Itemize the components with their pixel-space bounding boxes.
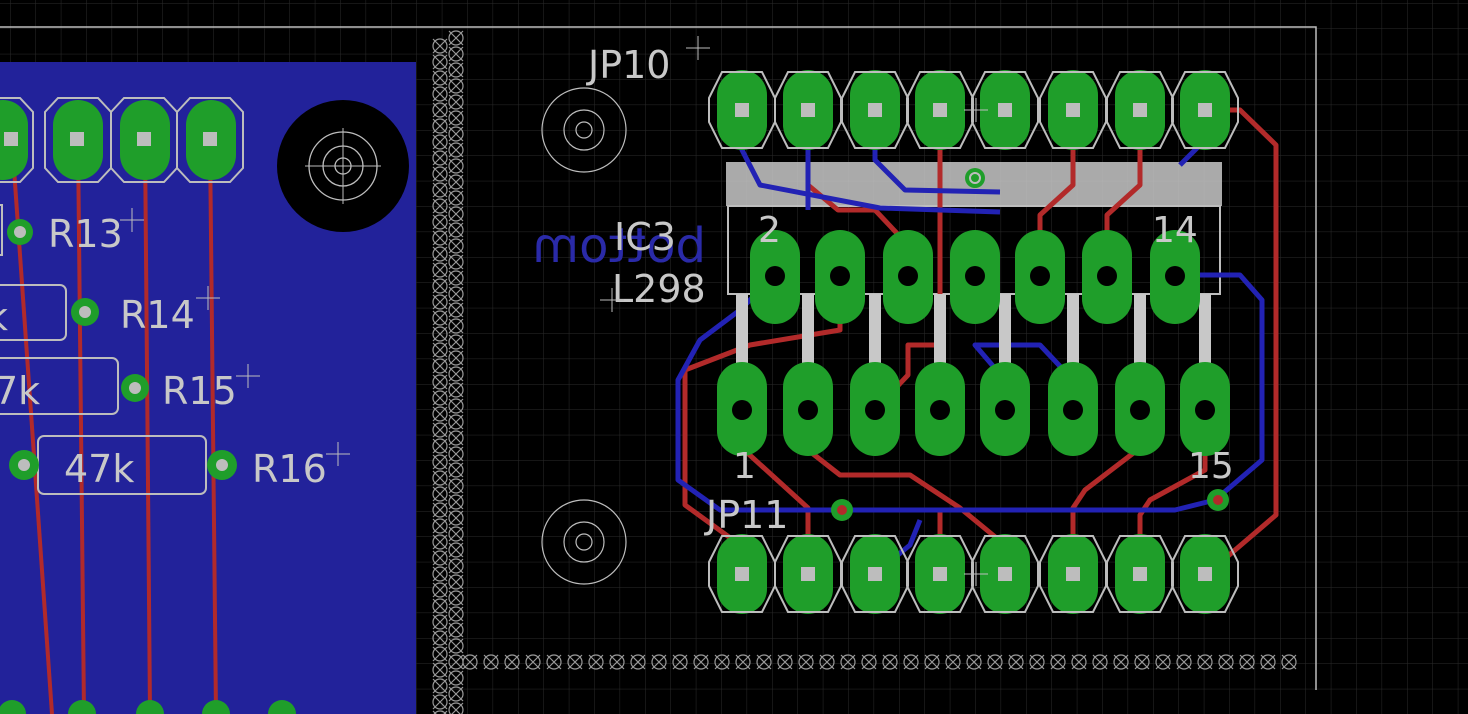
- resistor-r14[interactable]: k R14: [0, 284, 195, 341]
- mounting-hole-large: [277, 100, 409, 232]
- ic3-lead: [999, 294, 1011, 374]
- ic3-pad-top: [1015, 230, 1065, 324]
- ic3-value: L298: [612, 267, 706, 311]
- ic3-lead: [934, 294, 946, 374]
- mounting-hole-bottom: [541, 499, 627, 585]
- header-jp11[interactable]: [708, 534, 1239, 614]
- ic3-pad-bottom: [1048, 362, 1098, 456]
- ic3-lead: [736, 294, 748, 374]
- resistor-r15[interactable]: 7k R15: [0, 357, 237, 415]
- ic3-pad-top: [1150, 230, 1200, 324]
- jp11-pin: [971, 534, 1039, 614]
- ic3-pin-15: 15: [1188, 446, 1234, 487]
- r16-label: R16: [252, 447, 327, 491]
- ic3-lead: [1134, 294, 1146, 374]
- ic3-lead: [1199, 294, 1211, 374]
- jp10-pin: [841, 70, 909, 150]
- board-outline: [0, 26, 1317, 690]
- ic3-lead: [1067, 294, 1079, 374]
- ic3-pad-top: [815, 230, 865, 324]
- via-stitch-column: [432, 30, 464, 714]
- ic3-pad-top: [950, 230, 1000, 324]
- ic3-pin-2: 2: [758, 210, 781, 251]
- ic3-lead: [802, 294, 814, 374]
- r15-value: 7k: [0, 369, 40, 413]
- jp10-pin: [1039, 70, 1107, 150]
- ic3-pads: [717, 230, 1230, 456]
- r14-value: k: [0, 295, 8, 339]
- ic3-pad-bottom: [980, 362, 1030, 456]
- ic3-pad-bottom: [717, 362, 767, 456]
- ic3-leads: [736, 294, 1211, 374]
- ic3-pad-top: [883, 230, 933, 324]
- ic3-pad-bottom: [850, 362, 900, 456]
- vias: [831, 168, 1229, 521]
- ic3-pin-14: 14: [1152, 210, 1198, 251]
- mounting-hole-top: [541, 87, 627, 173]
- r13-label: R13: [48, 212, 123, 256]
- ic3-pad-bottom: [783, 362, 833, 456]
- ic3-pad-bottom: [915, 362, 965, 456]
- jp10-pin: [1171, 70, 1239, 150]
- ic3-pad-bottom: [1115, 362, 1165, 456]
- resistor-r13[interactable]: R13: [0, 204, 123, 256]
- r14-label: R14: [120, 293, 195, 337]
- origin-markers: [120, 36, 988, 586]
- jp11-label: JP11: [704, 493, 788, 537]
- ic3-label: IC3: [614, 215, 676, 259]
- ic3-pad-top: [750, 230, 800, 324]
- jp10-pin: [971, 70, 1039, 150]
- ic3-pad-top: [1082, 230, 1132, 324]
- r16-value: 47k: [64, 447, 134, 491]
- left-header: [0, 97, 296, 714]
- jp10-pin: [906, 70, 974, 150]
- ic3-lead: [869, 294, 881, 374]
- ic3-pin-1: 1: [733, 446, 756, 487]
- via-stitch-row: [462, 654, 1297, 670]
- ic3-pad-bottom: [1180, 362, 1230, 456]
- resistor-r16[interactable]: 47k R16: [9, 435, 327, 495]
- r15-label: R15: [162, 369, 237, 413]
- bottom-layer-label: bottom: [532, 218, 706, 274]
- header-jp10[interactable]: [708, 70, 1239, 150]
- jp10-label: JP10: [586, 43, 670, 87]
- jp11-pin: [1171, 534, 1239, 614]
